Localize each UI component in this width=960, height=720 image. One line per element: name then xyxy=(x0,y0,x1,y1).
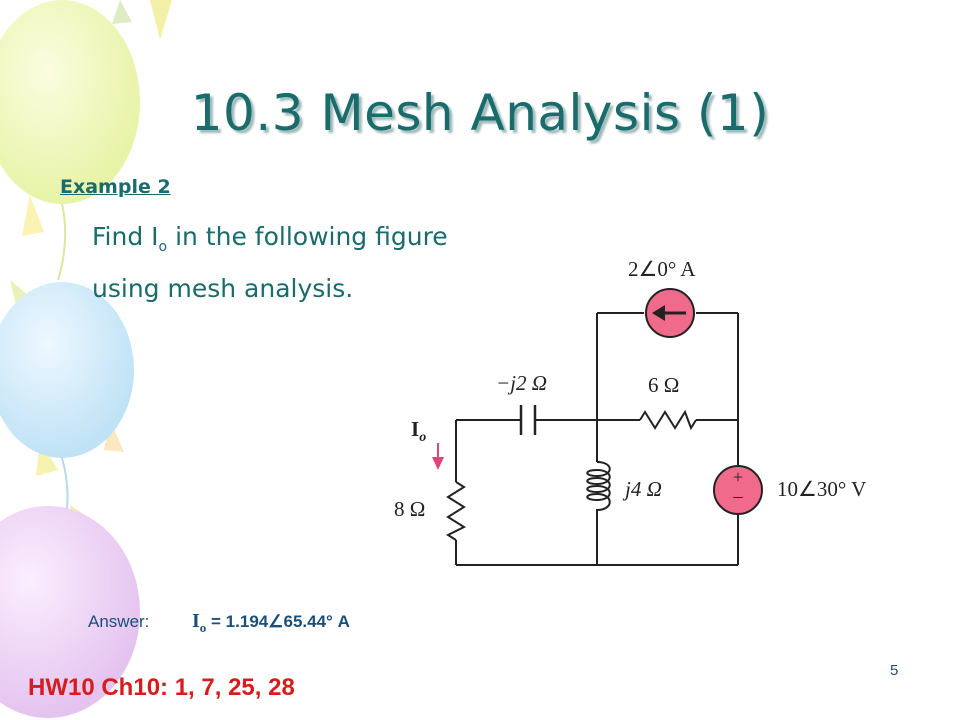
resistor-top-label: 6 Ω xyxy=(648,373,679,397)
capacitor-label: −j2 Ω xyxy=(496,371,547,395)
angle-symbol: ∠ xyxy=(268,612,284,631)
circuit-diagram: + − 2∠0° A −j2 Ω 6 Ω j4 Ω 8 Ω 10∠30° V I… xyxy=(394,257,866,566)
current-source-label: 2∠0° A xyxy=(628,257,696,281)
answer-value: = 1.194 xyxy=(211,612,269,631)
prompt-pre: Find I xyxy=(92,222,159,251)
pink-balloon xyxy=(0,506,140,718)
prompt-subscript: o xyxy=(158,239,168,255)
resistor-6-ohm xyxy=(639,409,697,431)
page-number: 5 xyxy=(890,662,899,679)
prompt-line2: using mesh analysis. xyxy=(92,274,354,303)
voltage-source-label: 10∠30° V xyxy=(777,477,866,501)
prompt-line1: in the following figure xyxy=(167,222,448,251)
answer-label: Answer: xyxy=(88,612,150,631)
inductor xyxy=(586,461,611,518)
current-label: Io xyxy=(411,417,426,445)
answer-angle: 65.44 xyxy=(283,612,327,631)
slide-title: 10.3 Mesh Analysis (1) xyxy=(190,84,770,142)
inductor-label: j4 Ω xyxy=(622,477,662,501)
wires xyxy=(455,312,739,566)
current-source xyxy=(645,288,695,338)
resistor-left-label: 8 Ω xyxy=(394,497,425,521)
yellow-balloon xyxy=(0,0,140,204)
problem-statement: Find Io in the following figure using me… xyxy=(92,216,572,309)
plus-sign: + xyxy=(733,467,743,487)
homework-note: HW10 Ch10: 1, 7, 25, 28 xyxy=(28,674,295,701)
answer-unit: A xyxy=(337,612,350,631)
blue-balloon xyxy=(0,282,134,458)
degree-symbol: ° xyxy=(326,612,333,631)
current-arrow xyxy=(432,443,444,470)
minus-sign: − xyxy=(732,487,743,509)
answer-line: Answer: Io = 1.194∠65.44° A xyxy=(88,610,350,636)
resistor-8-ohm xyxy=(445,481,467,541)
answer-symbol: Io xyxy=(192,610,207,635)
example-label: Example 2 xyxy=(60,176,171,198)
capacitor xyxy=(519,405,537,435)
voltage-source: + − xyxy=(713,465,763,515)
